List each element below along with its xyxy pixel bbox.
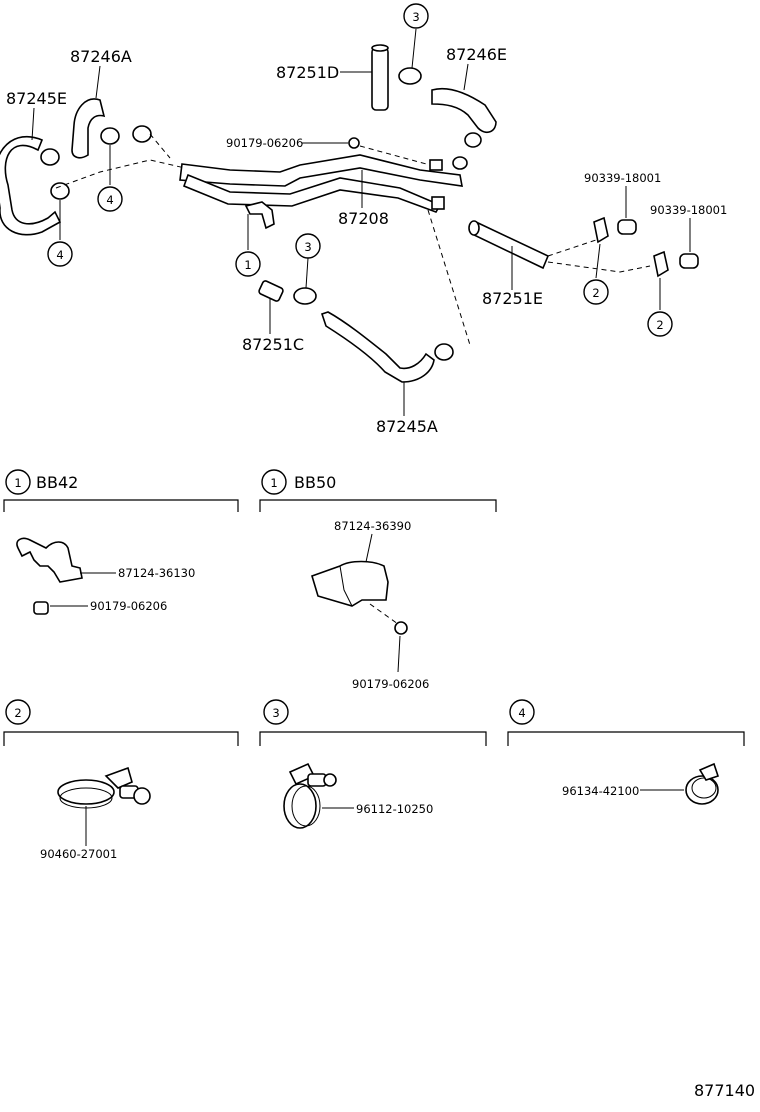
hose-87246a (71, 98, 152, 159)
svg-text:4: 4 (518, 706, 525, 720)
svg-text:87124-36130: 87124-36130 (118, 566, 195, 580)
connector-line (149, 133, 171, 159)
connector-line (547, 239, 597, 257)
connector-line (359, 145, 431, 166)
svg-text:BB42: BB42 (36, 473, 78, 492)
label-90179-top: 90179-06206 (226, 136, 303, 150)
label-87251c: 87251C (242, 335, 304, 354)
fitting-87251c (258, 280, 284, 302)
detail-3: 3 96112-10250 (259, 699, 487, 829)
label-90339-a: 90339-18001 (584, 171, 661, 185)
label-87251e: 87251E (482, 289, 543, 308)
hose-87245a (320, 311, 454, 383)
label-87246e: 87246E (446, 45, 507, 64)
svg-text:90460-27001: 90460-27001 (40, 847, 117, 861)
svg-text:1: 1 (14, 476, 21, 490)
clip-bracket (244, 201, 275, 230)
label-87245e: 87245E (6, 89, 67, 108)
callout-3-top: 3 (403, 3, 429, 69)
callout-4-left: 4 (47, 200, 73, 267)
svg-text:4: 4 (56, 248, 63, 262)
pipe-87251d (371, 44, 389, 111)
callout-4-mid: 4 (97, 145, 123, 212)
clamp-2-a (593, 216, 609, 244)
bolt-90179 (348, 137, 360, 149)
connector-line (547, 261, 651, 273)
cap-90339-b (679, 253, 699, 269)
svg-text:1: 1 (244, 258, 251, 272)
label-87251d: 87251D (276, 63, 339, 82)
detail-4: 4 96134-42100 (507, 699, 745, 805)
hose-87245e (0, 135, 70, 236)
svg-text:87124-36390: 87124-36390 (334, 519, 411, 533)
figure-number: 877140 (694, 1081, 755, 1100)
svg-text:BB50: BB50 (294, 473, 336, 492)
callout-1-center: 1 (235, 214, 261, 277)
detail-2: 2 90460-27001 (3, 699, 239, 861)
pipe-87208 (179, 154, 463, 213)
callout-3-mid: 3 (295, 233, 321, 289)
svg-text:4: 4 (106, 193, 113, 207)
label-87245a: 87245A (376, 417, 438, 436)
svg-text:2: 2 (656, 318, 663, 332)
svg-text:90179-06206: 90179-06206 (352, 677, 429, 691)
svg-text:90179-06206: 90179-06206 (90, 599, 167, 613)
svg-text:1: 1 (270, 476, 277, 490)
clamp-3-mid (293, 287, 317, 305)
callout-2-a: 2 (583, 243, 609, 305)
svg-text:2: 2 (14, 706, 21, 720)
svg-text:2: 2 (592, 286, 599, 300)
svg-text:3: 3 (304, 240, 311, 254)
cap-90339-a (617, 219, 637, 235)
svg-text:3: 3 (412, 10, 419, 24)
pipe-87251e (468, 220, 550, 270)
detail-bb42: 1 BB42 87124-36130 90179-06206 (3, 469, 239, 615)
svg-text:96112-10250: 96112-10250 (356, 802, 433, 816)
callout-2-b: 2 (647, 278, 673, 337)
svg-text:96134-42100: 96134-42100 (562, 784, 639, 798)
connector-line (427, 209, 471, 346)
detail-bb50: 1 BB50 87124-36390 90179-06206 (259, 469, 497, 691)
label-87246a: 87246A (70, 47, 132, 66)
label-90339-b: 90339-18001 (650, 203, 727, 217)
connector-line (55, 159, 186, 189)
clamp-2-b (653, 250, 669, 278)
label-87208: 87208 (338, 209, 389, 228)
hose-87246e (431, 87, 497, 170)
clamp-3-top (398, 67, 422, 85)
svg-text:3: 3 (272, 706, 279, 720)
